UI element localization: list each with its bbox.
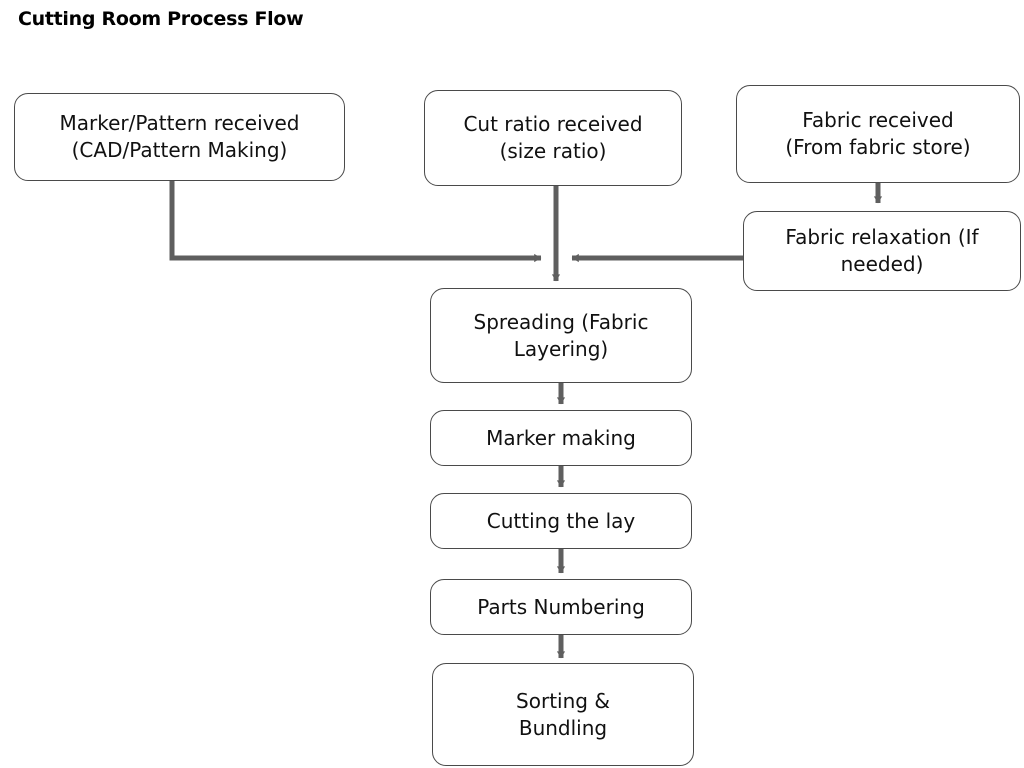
node-sorting-bundling[interactable]: Sorting & Bundling	[432, 663, 694, 766]
node-label: Cut ratio received (size ratio)	[463, 112, 643, 163]
node-fabric-received[interactable]: Fabric received (From fabric store)	[736, 85, 1020, 183]
node-label: Marker/Pattern received (CAD/Pattern Mak…	[59, 111, 300, 162]
node-label: Cutting the lay	[486, 508, 636, 533]
node-label: Sorting & Bundling	[516, 688, 610, 740]
node-label: Fabric received (From fabric store)	[785, 108, 971, 159]
page-title: Cutting Room Process Flow	[18, 8, 304, 30]
node-label: Parts Numbering	[477, 594, 645, 619]
node-fabric-relaxation[interactable]: Fabric relaxation (If needed)	[743, 211, 1021, 291]
node-label: Fabric relaxation (If needed)	[785, 225, 979, 276]
node-marker-pattern-received[interactable]: Marker/Pattern received (CAD/Pattern Mak…	[14, 93, 345, 181]
node-parts-numbering[interactable]: Parts Numbering	[430, 579, 692, 635]
node-cut-ratio-received[interactable]: Cut ratio received (size ratio)	[424, 90, 682, 186]
node-cutting-the-lay[interactable]: Cutting the lay	[430, 493, 692, 549]
node-spreading[interactable]: Spreading (Fabric Layering)	[430, 288, 692, 383]
node-marker-making[interactable]: Marker making	[430, 410, 692, 466]
node-label: Spreading (Fabric Layering)	[473, 309, 649, 361]
node-label: Marker making	[486, 425, 636, 450]
edge-marker-pattern-to-spreading	[169, 181, 542, 263]
